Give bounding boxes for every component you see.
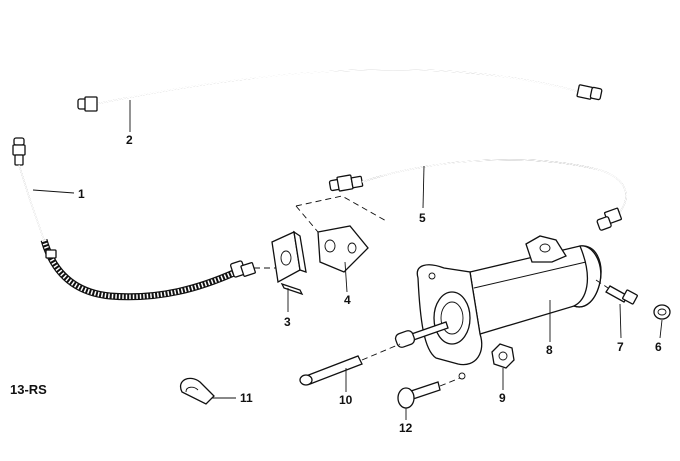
part-2-rigid-line xyxy=(77,68,603,112)
part-8-slave-cylinder xyxy=(416,235,602,380)
part-9-nut xyxy=(491,343,515,369)
callout-11: 11 xyxy=(240,391,253,405)
callout-8: 8 xyxy=(546,343,553,357)
part-10-pin xyxy=(299,343,401,386)
callout-4: 4 xyxy=(344,293,351,307)
part-1-flex-hose xyxy=(12,137,256,301)
callout-9: 9 xyxy=(499,391,506,405)
part-4-clip xyxy=(317,225,369,273)
part-12-bolt xyxy=(397,377,461,409)
callout-12: 12 xyxy=(399,421,413,435)
leader-lines xyxy=(32,100,663,420)
push-rod xyxy=(394,321,449,348)
callout-10: 10 xyxy=(339,393,353,407)
callout-7: 7 xyxy=(617,340,624,354)
callout-5: 5 xyxy=(419,211,426,225)
alignment-guide xyxy=(254,195,389,269)
part-11-clip xyxy=(179,377,215,405)
part-5-rigid-line xyxy=(328,159,627,231)
part-7-bleeder xyxy=(595,279,638,305)
callout-3: 3 xyxy=(284,315,291,329)
part-6-cap xyxy=(653,304,671,320)
part-3-bracket xyxy=(271,230,307,296)
callout-6: 6 xyxy=(655,340,662,354)
callout-1: 1 xyxy=(78,187,85,201)
diagram-code-label: 13-RS xyxy=(10,382,47,397)
callout-2: 2 xyxy=(126,133,133,147)
